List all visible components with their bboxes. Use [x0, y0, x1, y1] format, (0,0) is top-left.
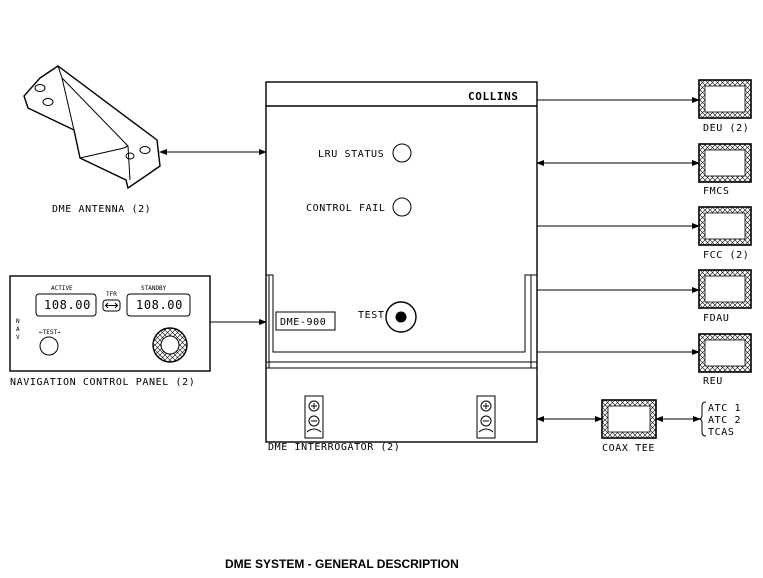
- control-fail-indicator: [392, 197, 412, 217]
- receiver-tcas: TCAS: [708, 427, 734, 438]
- diagram-caption: DME SYSTEM - GENERAL DESCRIPTION: [225, 557, 459, 571]
- tfr-label: TFR: [106, 291, 117, 298]
- control-fail-label: CONTROL FAIL: [306, 203, 385, 214]
- panel-label: NAVIGATION CONTROL PANEL (2): [10, 377, 195, 388]
- nav-letter-v: V: [16, 334, 20, 341]
- coax-tee: COAX TEE: [601, 399, 657, 454]
- antenna-label: DME ANTENNA (2): [52, 204, 151, 215]
- nav-letter-a: A: [16, 326, 20, 333]
- mount-latch-left: [304, 395, 324, 439]
- collins-logo: COLLINS: [468, 90, 519, 103]
- output-unit-fmcs: FMCS: [698, 143, 752, 197]
- fcc-label: FCC (2): [703, 250, 749, 261]
- dme-antenna: DME ANTENNA (2): [23, 65, 161, 215]
- dme-interrogator: COLLINS LRU STATUS CONTROL FAIL DME-900 …: [265, 81, 538, 453]
- frequency-knob[interactable]: [152, 327, 188, 363]
- test-button-label: TEST: [358, 310, 384, 321]
- active-frequency: 108.00: [44, 298, 91, 312]
- nav-letter-n: N: [16, 318, 20, 325]
- lru-status-indicator: [392, 143, 412, 163]
- output-unit-reu: REU: [698, 333, 752, 387]
- test-label: ←TEST→: [39, 329, 61, 336]
- mount-latch-right: [476, 395, 496, 439]
- fmcs-label: FMCS: [703, 186, 729, 197]
- reu-label: REU: [703, 376, 723, 387]
- standby-label: STANDBY: [141, 285, 167, 292]
- receiver-atc1: ATC 1: [708, 403, 741, 414]
- lru-status-label: LRU STATUS: [318, 149, 384, 160]
- receivers-bracket: [698, 401, 707, 437]
- coax-tee-label: COAX TEE: [602, 443, 655, 454]
- deu-label: DEU (2): [703, 123, 749, 134]
- navigation-control-panel: ACTIVE STANDBY 108.00 108.00 TFR N A V ←…: [9, 275, 211, 388]
- interrogator-test-button[interactable]: [385, 301, 417, 333]
- active-label: ACTIVE: [51, 285, 73, 292]
- output-unit-deu: DEU (2): [698, 79, 752, 134]
- output-unit-fdau: FDAU: [698, 269, 752, 324]
- interrogator-label: DME INTERROGATOR (2): [268, 442, 400, 453]
- model-label: DME-900: [280, 317, 326, 328]
- panel-test-button[interactable]: [39, 336, 59, 356]
- fdau-label: FDAU: [703, 313, 729, 324]
- connections: [159, 97, 701, 422]
- receiver-atc2: ATC 2: [708, 415, 741, 426]
- transfer-arrows-icon: [104, 302, 119, 309]
- transfer-button[interactable]: [102, 299, 121, 312]
- output-unit-fcc: FCC (2): [698, 206, 752, 261]
- standby-frequency: 108.00: [136, 298, 183, 312]
- model-plate: [275, 311, 336, 331]
